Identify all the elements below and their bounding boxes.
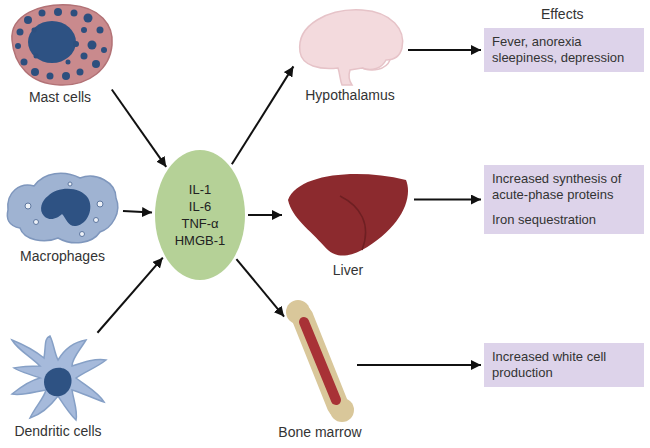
effect-box: Fever, anorexia sleepiness, depression (484, 28, 644, 72)
cerebellum-line (362, 60, 390, 70)
cytokine-name: TNF-α (181, 215, 218, 232)
organ-figure: Hypothalamus (295, 5, 405, 85)
macrophage (7, 173, 117, 242)
effect-box: Increased white cell production (484, 343, 644, 387)
nucleus (28, 21, 76, 63)
vesicles (25, 182, 103, 237)
oval-fill (155, 150, 245, 280)
figure-label: Dendritic cells (14, 423, 101, 439)
effect-text: Fever, anorexia sleepiness, depression (492, 34, 636, 66)
effect-text: Iron sequestration (492, 212, 636, 228)
effect-text: Increased synthesis of acute-phase prote… (492, 171, 636, 203)
cell-figure: Dendritic cells (8, 335, 108, 421)
arrow-connector (97, 258, 162, 333)
nucleus (44, 368, 72, 397)
arrow-connector (414, 199, 481, 201)
brain-outline (300, 10, 403, 85)
bone-marrow-core (304, 322, 336, 400)
oval-shape (155, 150, 245, 280)
figure-label: Mast cells (29, 89, 91, 105)
bone (286, 300, 354, 422)
arrow-connector (236, 259, 284, 317)
cell-figure: Mast cells (5, 2, 115, 87)
column-heading: Effects (541, 6, 584, 22)
cytokine-name: HMGB-1 (175, 232, 226, 249)
figure-label: Macrophages (20, 248, 105, 264)
cell-body (7, 173, 117, 242)
effect-text: Increased white cell production (492, 349, 636, 381)
dendritic-cell (12, 336, 106, 420)
cytokine-oval: IL-1IL-6TNF-αHMGB-1 (155, 150, 245, 280)
liver-lobe-line (340, 196, 366, 250)
organ-figure: Liver (285, 170, 411, 260)
brain (300, 10, 403, 85)
nucleus (41, 189, 90, 226)
arrow-connector (112, 89, 166, 166)
liver-outline (288, 174, 408, 256)
cytokine-name: IL-6 (189, 198, 211, 215)
figure-label: Liver (333, 262, 363, 278)
bone-shaft (302, 316, 338, 406)
effect-box: Increased synthesis of acute-phase prote… (484, 165, 644, 234)
arrow-connector (123, 211, 152, 212)
figure-label: Bone marrow (278, 424, 361, 440)
arrow-connector (232, 66, 294, 164)
cell-figure: Macrophages (5, 170, 120, 246)
arrow-connector (357, 364, 481, 366)
cytokine-name: IL-1 (189, 181, 211, 198)
cell-body (12, 5, 112, 85)
cell-body (12, 336, 106, 420)
granules (15, 8, 107, 80)
mast-cell (12, 5, 112, 85)
arrow-connector (408, 49, 481, 51)
arrow-connector (248, 214, 282, 216)
liver (288, 174, 408, 256)
figure-label: Hypothalamus (305, 87, 395, 103)
organ-figure: Bone marrow (286, 298, 354, 422)
